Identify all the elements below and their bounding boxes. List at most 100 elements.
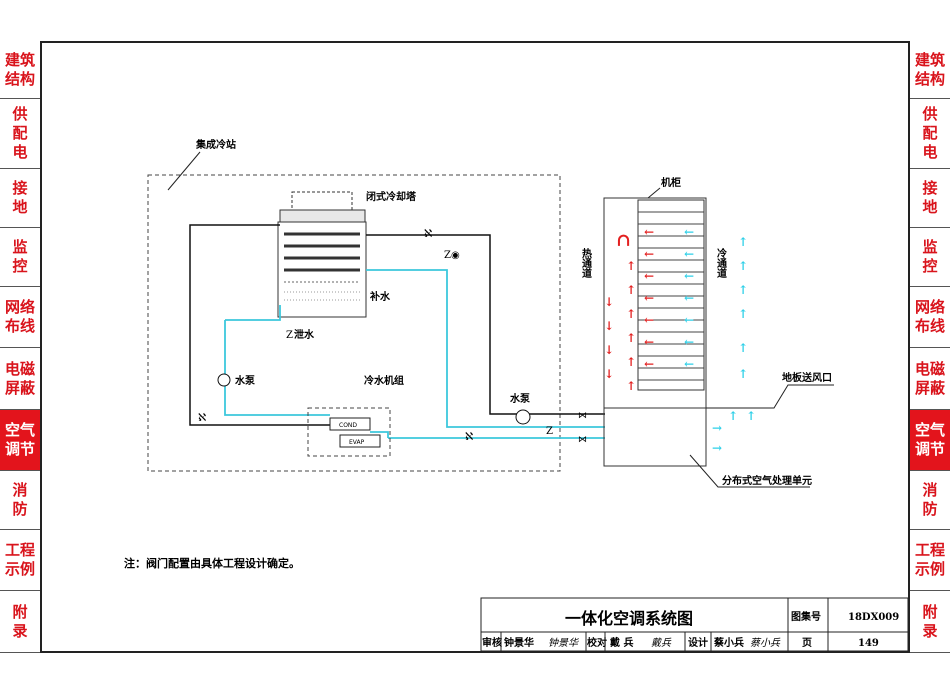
check-valve-icon: Z◉	[444, 250, 460, 261]
checker-name: 戴 兵	[610, 636, 633, 649]
pump-right-label: 水泵	[509, 392, 531, 405]
right-tab-4[interactable]: 网络 布线	[910, 287, 950, 348]
left-tab-0[interactable]: 建筑 结构	[0, 41, 40, 99]
right-tab-7[interactable]: 消 防	[910, 471, 950, 530]
server-cabinet	[603, 187, 707, 467]
ahu-label: 分布式空气处理单元	[722, 474, 812, 487]
svg-text:↓: ↓	[604, 319, 614, 333]
left-tab-7[interactable]: 消 防	[0, 471, 40, 530]
valve-icon-left: ℵ	[198, 411, 206, 424]
svg-text:←: ←	[644, 335, 654, 349]
svg-text:↑: ↑	[746, 409, 756, 423]
left-tab-9[interactable]: 附 录	[0, 591, 40, 653]
svg-text:←: ←	[644, 291, 654, 305]
svg-text:←: ←	[684, 313, 694, 327]
right-tab-3[interactable]: 监 控	[910, 228, 950, 287]
svg-text:←: ←	[684, 335, 694, 349]
check-label: 校对	[587, 636, 607, 649]
station-label: 集成冷站	[195, 138, 236, 151]
chilled-water-pipes	[224, 269, 605, 439]
floor-outlet-leader	[706, 384, 834, 409]
cold-station-boundary	[147, 174, 561, 472]
review-label: 审核	[482, 636, 502, 649]
checker-signature: 戴兵	[651, 637, 672, 649]
svg-text:↑: ↑	[738, 307, 748, 321]
check-valve-right-icon: Z	[546, 426, 553, 437]
left-tab-6[interactable]: 空气 调节	[0, 410, 40, 471]
right-tab-9[interactable]: 附 录	[910, 591, 950, 653]
title-block	[480, 597, 909, 652]
chiller-label: 冷水机组	[364, 374, 404, 387]
cooling-water-pipes	[189, 224, 605, 426]
svg-text:↑: ↑	[626, 307, 636, 321]
svg-text:↑: ↑	[626, 355, 636, 369]
svg-text:→: →	[712, 441, 722, 455]
page-label: 页	[802, 637, 812, 649]
svg-text:↑: ↑	[738, 235, 748, 249]
pump-left-icon	[217, 373, 231, 387]
svg-text:→: →	[712, 421, 722, 435]
right-tab-8[interactable]: 工程 示例	[910, 530, 950, 591]
designer-signature: 蔡小兵	[750, 637, 781, 649]
svg-text:←: ←	[684, 291, 694, 305]
left-tab-1[interactable]: 供 配 电	[0, 99, 40, 169]
valve-icon-chiller: ℵ	[465, 430, 473, 443]
reviewer-signature: 钟景华	[548, 637, 579, 649]
svg-text:↑: ↑	[626, 259, 636, 273]
valve-icon-top: ℵ	[424, 227, 432, 240]
left-tab-4[interactable]: 网络 布线	[0, 287, 40, 348]
atlas-no-label: 图集号	[791, 610, 821, 623]
cabinet-label: 机柜	[661, 176, 681, 189]
drain-valve-icon: Z	[286, 330, 293, 341]
page-number: 149	[858, 638, 879, 649]
svg-text:←: ←	[684, 225, 694, 239]
right-section-tabs: 建筑 结构供 配 电接 地监 控网络 布线电磁 屏蔽空气 调节消 防工程 示例附…	[910, 41, 950, 653]
svg-text:←: ←	[684, 247, 694, 261]
chiller-unit: COND EVAP	[307, 407, 391, 457]
cold-aisle-label: 冷通道	[715, 247, 727, 279]
left-tab-8[interactable]: 工程 示例	[0, 530, 40, 591]
gate-valve-icon-1: ⋈	[578, 411, 587, 421]
evap-label: EVAP	[349, 439, 365, 446]
reviewer-name: 钟景华	[504, 636, 534, 649]
svg-text:↑: ↑	[626, 283, 636, 297]
svg-text:↓: ↓	[604, 295, 614, 309]
svg-text:↑: ↑	[738, 367, 748, 381]
svg-text:←: ←	[644, 225, 654, 239]
left-section-tabs: 建筑 结构供 配 电接 地监 控网络 布线电磁 屏蔽空气 调节消 防工程 示例附…	[0, 41, 40, 653]
svg-text:←: ←	[644, 269, 654, 283]
hot-aisle-label: 热通道	[580, 247, 592, 279]
svg-text:←: ←	[644, 313, 654, 327]
svg-text:↓: ↓	[604, 367, 614, 381]
drain-label: 泄水	[294, 328, 315, 341]
pump-left-label: 水泵	[234, 374, 256, 387]
svg-text:↓: ↓	[604, 343, 614, 357]
left-tab-2[interactable]: 接 地	[0, 169, 40, 228]
svg-text:←: ←	[644, 357, 654, 371]
cond-label: COND	[339, 422, 357, 429]
right-tab-2[interactable]: 接 地	[910, 169, 950, 228]
floor-outlet-label: 地板送风口	[782, 371, 832, 384]
right-tab-5[interactable]: 电磁 屏蔽	[910, 348, 950, 410]
left-tab-3[interactable]: 监 控	[0, 228, 40, 287]
drawing-title: 一体化空调系统图	[565, 609, 693, 628]
drawing-frame	[40, 41, 910, 653]
closed-cooling-tower	[277, 191, 367, 318]
svg-text:↑: ↑	[738, 283, 748, 297]
note-text: 注：阀门配置由具体工程设计确定。	[124, 556, 300, 570]
tower-label: 闭式冷却塔	[366, 190, 417, 203]
svg-text:∩: ∩	[616, 230, 631, 251]
right-tab-6[interactable]: 空气 调节	[910, 410, 950, 471]
svg-text:↑: ↑	[738, 341, 748, 355]
design-label: 设计	[688, 636, 708, 649]
designer-name: 蔡小兵	[713, 636, 744, 649]
svg-text:←: ←	[644, 247, 654, 261]
svg-text:↑: ↑	[738, 259, 748, 273]
svg-text:↑: ↑	[728, 409, 738, 423]
right-tab-0[interactable]: 建筑 结构	[910, 41, 950, 99]
right-tab-1[interactable]: 供 配 电	[910, 99, 950, 169]
left-tab-5[interactable]: 电磁 屏蔽	[0, 348, 40, 410]
hot-air-arrows: ↓↓↓↓ ↑↑↑ ↑↑↑ ←←←← ←←← ∩	[604, 225, 654, 393]
svg-text:←: ←	[684, 357, 694, 371]
